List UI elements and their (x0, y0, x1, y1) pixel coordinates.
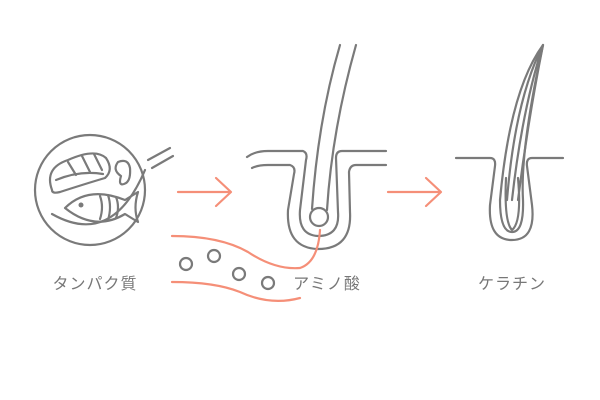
arrow-right-icon (386, 176, 443, 208)
arrow-right-icon (176, 176, 233, 208)
hair-keratin-icon (454, 43, 565, 242)
hair-follicle-icon (245, 43, 388, 251)
blood-vessel-icon (170, 228, 322, 303)
label-amino-acid: アミノ酸 (293, 274, 361, 293)
label-keratin: ケラチン (477, 274, 547, 293)
label-protein: タンパク質 (52, 274, 138, 293)
plate-with-fish-icon (33, 133, 175, 247)
